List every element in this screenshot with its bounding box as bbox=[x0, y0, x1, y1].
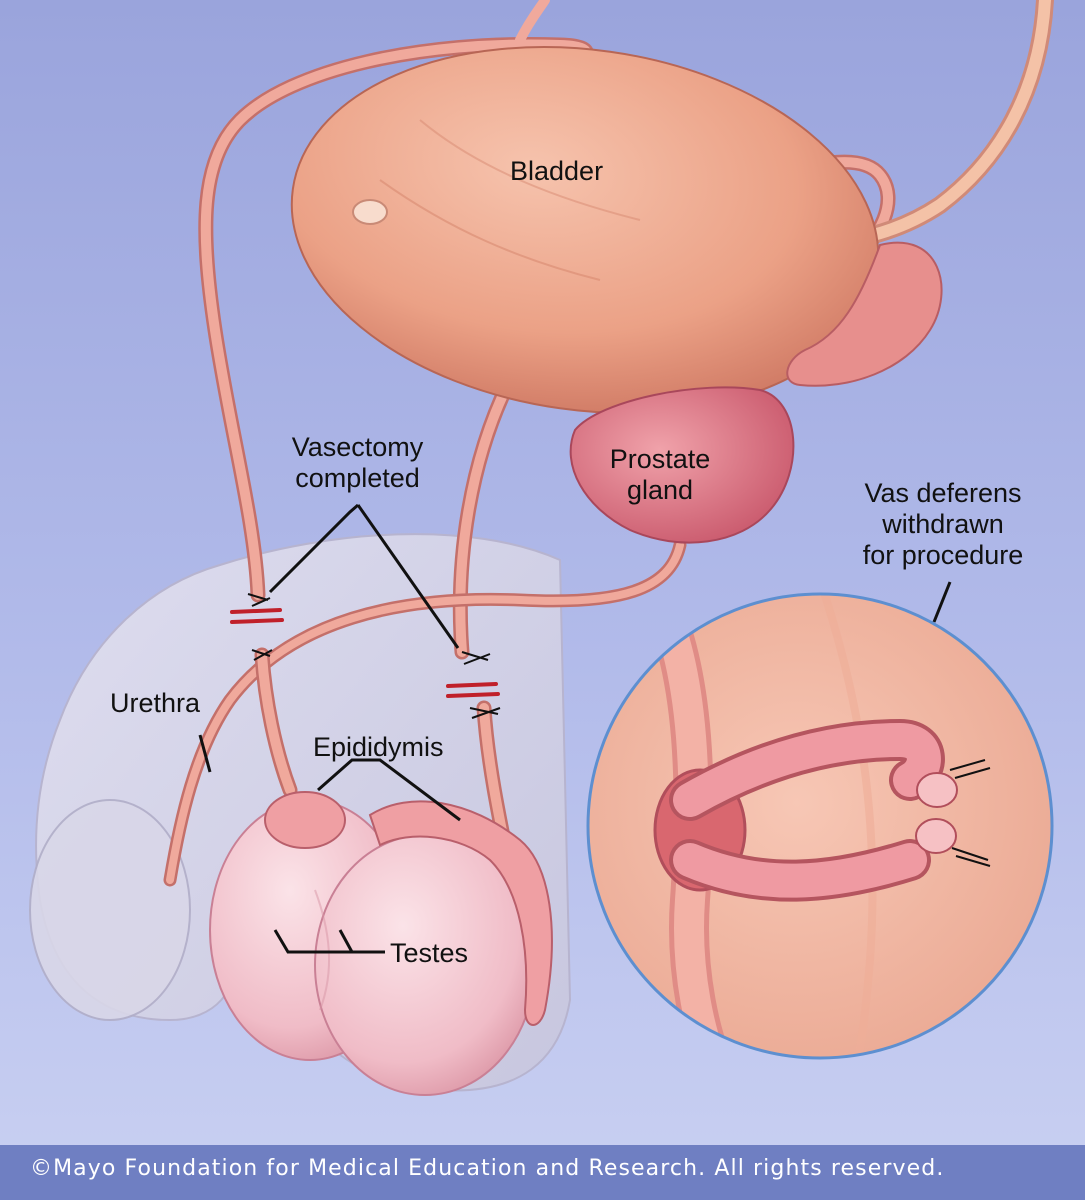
label-prostate-line2: gland bbox=[626, 475, 694, 505]
vasectomy-cut-marks bbox=[230, 608, 500, 698]
footer-band bbox=[0, 1145, 1085, 1200]
seminal-vesicle bbox=[786, 241, 943, 387]
prostate-gland bbox=[569, 386, 795, 544]
leader-lines bbox=[198, 503, 952, 954]
label-prostate-line1: Prostate bbox=[609, 444, 711, 474]
label-bladder: Bladder bbox=[510, 156, 604, 186]
label-vas-deferens: Vas deferens withdrawn for procedure bbox=[838, 478, 1048, 571]
label-epididymis: Epididymis bbox=[313, 732, 444, 762]
label-testes: Testes bbox=[390, 938, 469, 968]
label-vas-line3: for procedure bbox=[862, 540, 1024, 570]
label-urethra: Urethra bbox=[110, 688, 201, 718]
testes bbox=[209, 799, 536, 1096]
label-vasectomy-line1: Vasectomy bbox=[291, 432, 424, 462]
label-vas-line1: Vas deferens bbox=[864, 478, 1022, 508]
ligature-ties bbox=[247, 593, 501, 719]
inset-detail bbox=[586, 592, 1054, 1060]
bladder bbox=[290, 46, 880, 414]
copyright-notice: ©Mayo Foundation for Medical Education a… bbox=[30, 1156, 945, 1181]
label-vasectomy-line2: completed bbox=[295, 463, 420, 493]
label-vas-line2: withdrawn bbox=[882, 509, 1004, 539]
epididymis bbox=[264, 791, 553, 1026]
label-prostate-gland: Prostate gland bbox=[600, 444, 720, 506]
label-vasectomy-completed: Vasectomy completed bbox=[270, 432, 445, 494]
